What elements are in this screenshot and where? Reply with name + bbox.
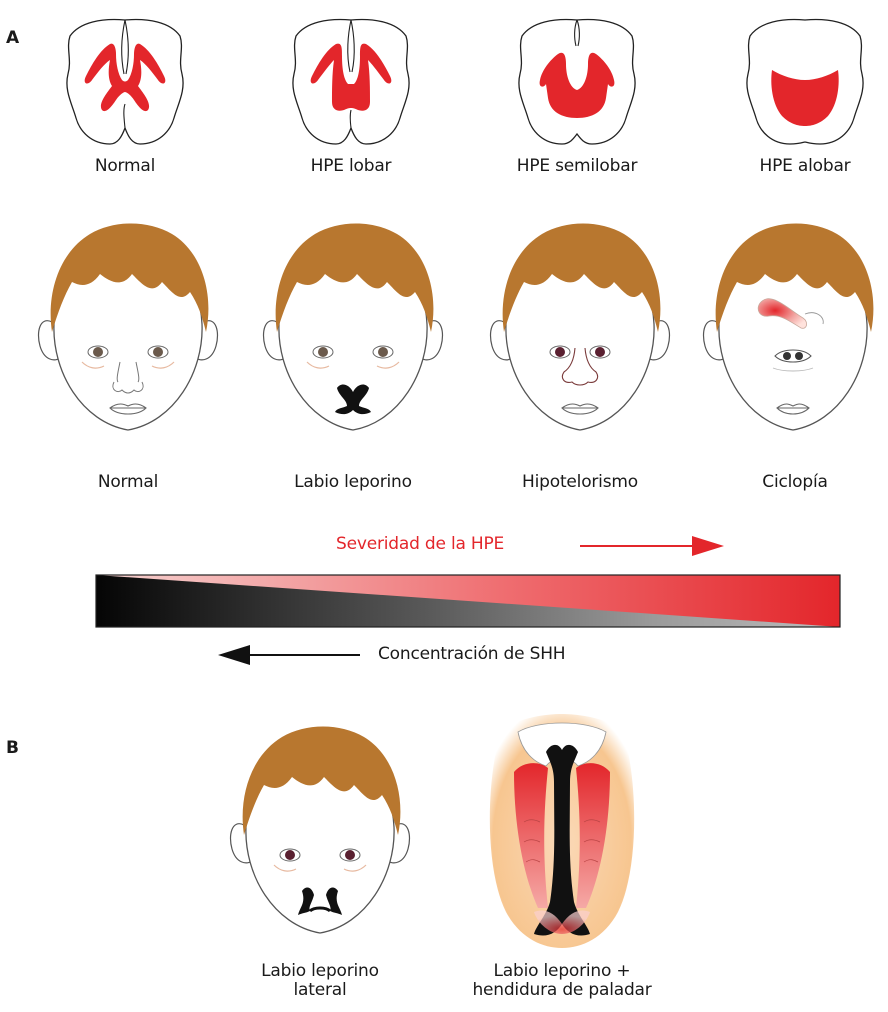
brain-label-hpe-alobar: HPE alobar [732,156,878,176]
cleft-palate-illustration [478,712,646,952]
face-labio-leporino-lateral [222,715,418,955]
face-ciclopia [695,212,888,452]
label-hendidura-paladar-line2: hendidura de paladar [448,981,676,1000]
face-labio-leporino [255,212,451,452]
brain-label-hpe-lobar: HPE lobar [288,156,414,176]
brain-hpe-alobar [742,14,868,150]
brain-hpe-lobar [288,14,414,150]
face-label-normal: Normal [30,472,226,492]
concentration-gradient-bar [96,575,840,627]
brain-hpe-semilobar [514,14,640,150]
label-labio-leporino-lateral-line1: Labio leporino [220,962,420,981]
concentration-arrow-icon [218,643,362,667]
concentration-label: Concentración de SHH [378,644,638,664]
brain-label-hpe-semilobar: HPE semilobar [504,156,650,176]
brain-normal [62,14,188,150]
panel-a-letter: A [6,28,19,48]
severity-label: Severidad de la HPE [336,534,576,554]
severity-arrow-icon [580,534,726,558]
label-hendidura-paladar-line1: Labio leporino + [448,962,676,981]
brain-label-normal: Normal [62,156,188,176]
panel-b-letter: B [6,738,19,758]
face-hipotelorismo [482,212,678,452]
face-label-labio-leporino: Labio leporino [255,472,451,492]
label-labio-leporino-lateral: Labio leporino lateral [220,962,420,1000]
face-label-ciclopia: Ciclopía [722,472,868,492]
face-normal [30,212,226,452]
label-hendidura-paladar: Labio leporino + hendidura de paladar [448,962,676,1000]
face-label-hipotelorismo: Hipotelorismo [482,472,678,492]
label-labio-leporino-lateral-line2: lateral [220,981,420,1000]
